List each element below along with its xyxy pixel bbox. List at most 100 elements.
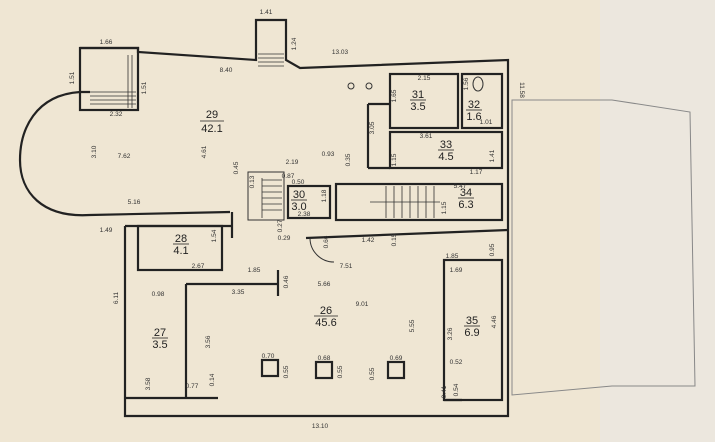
dim-label: 13.10 [312, 423, 329, 430]
room-34-number: 34 [460, 187, 472, 199]
dim-label: 0.68 [318, 355, 331, 362]
room-30-area: 3.0 [291, 201, 306, 213]
dim-label: 2.67 [192, 263, 205, 270]
dim-label: 3.61 [420, 133, 433, 140]
dim-label: 3.56 [205, 335, 212, 348]
dim-label: 5.66 [318, 281, 331, 288]
dim-label: 0.98 [152, 291, 165, 298]
dim-label: 0.45 [233, 161, 240, 174]
room-31-number: 31 [412, 89, 424, 101]
dim-label: 1.24 [291, 37, 298, 50]
stair-34-steps [370, 186, 440, 218]
room-29-area: 42.1 [201, 123, 222, 135]
dim-label: 0.13 [249, 175, 256, 188]
dim-label: 1.65 [391, 89, 398, 102]
room-35-walls [442, 258, 504, 402]
room-30-number: 30 [293, 189, 305, 201]
dim-label: 0.29 [278, 235, 291, 242]
room-28-number: 28 [175, 233, 187, 245]
dim-label: 1.66 [100, 39, 113, 46]
room-26-area: 45.6 [315, 317, 336, 329]
dim-label: 0.46 [283, 275, 290, 288]
toilet-icon [472, 76, 484, 92]
outer-wall-lower [123, 226, 510, 418]
dim-label: 2.15 [418, 75, 431, 82]
dim-label: 2.38 [298, 211, 311, 218]
room-28-walls [136, 224, 224, 272]
stair-34-walls [334, 182, 504, 222]
outer-wall-left-curve [18, 90, 231, 217]
dim-label: 5.47 [454, 183, 467, 190]
dim-label: 0.54 [453, 383, 460, 396]
room-32-walls [460, 72, 504, 130]
dim-label: 7.51 [340, 263, 353, 270]
dim-label: 1.15 [441, 201, 448, 214]
door-swing [309, 237, 335, 263]
dim-label: 1.01 [480, 119, 493, 126]
room-28-area: 4.1 [173, 245, 188, 257]
dim-label: 1.49 [100, 227, 113, 234]
dim-label: 1.41 [489, 149, 496, 162]
room-27-area: 3.5 [152, 339, 167, 351]
room-35-area: 6.9 [464, 327, 479, 339]
dim-label: 3.35 [232, 289, 245, 296]
top-steps [258, 53, 284, 67]
room-31-walls [388, 72, 460, 130]
sink-icon [347, 82, 355, 90]
room-26-number: 26 [320, 305, 332, 317]
room-27-number: 27 [154, 327, 166, 339]
dim-label: 0.15 [391, 233, 398, 246]
room-34-area: 6.3 [458, 199, 473, 211]
dim-label: 1.56 [463, 77, 470, 90]
room-29-number: 29 [206, 109, 218, 121]
dim-label: 0.77 [186, 383, 199, 390]
dim-label: 0.27 [277, 219, 284, 232]
dim-label: 0.41 [441, 385, 448, 398]
dim-label: 0.66 [323, 235, 330, 248]
dim-label: 0.14 [209, 373, 216, 386]
dim-label: 1.85 [248, 267, 261, 274]
dim-label: 1.18 [321, 189, 328, 202]
room-33-walls [388, 130, 504, 170]
dim-label: 3.05 [369, 121, 376, 134]
column [260, 358, 280, 378]
dim-label: 2.19 [286, 159, 299, 166]
room-33-area: 4.5 [438, 151, 453, 163]
stair-30-steps [261, 178, 282, 218]
dim-label: 3.10 [91, 145, 98, 158]
room-31-area: 3.5 [410, 101, 425, 113]
dim-label: 1.41 [260, 9, 273, 16]
room-33-number: 33 [440, 139, 452, 151]
dim-label: 4.61 [201, 145, 208, 158]
dim-label: 0.55 [337, 365, 344, 378]
dim-label: 2.32 [110, 111, 123, 118]
dim-label: 0.87 [282, 173, 295, 180]
dim-label: 1.42 [362, 237, 375, 244]
dim-label: 0.95 [489, 243, 496, 256]
dim-label: 0.93 [322, 151, 335, 158]
sink-icon [365, 82, 373, 90]
paper-edge [600, 0, 715, 442]
porch [78, 46, 140, 112]
dim-label: 0.55 [369, 367, 376, 380]
dim-label: 6.11 [113, 292, 120, 305]
dim-label: 9.01 [356, 301, 369, 308]
dim-label: 0.69 [390, 355, 403, 362]
dim-label: 1.51 [69, 71, 76, 84]
annex-outline [511, 99, 696, 396]
dim-label: 0.35 [345, 153, 352, 166]
dim-label: 5.16 [128, 199, 141, 206]
dimension-labels: 1.41 1.24 13.03 1.66 8.40 1.51 1.51 2.32… [69, 9, 525, 430]
column [314, 360, 334, 380]
dim-label: 0.55 [283, 365, 290, 378]
dim-label: 1.15 [391, 153, 398, 166]
dim-label: 7.62 [118, 153, 131, 160]
dim-label: 0.70 [262, 353, 275, 360]
dim-label: 1.85 [446, 253, 459, 260]
room-30-walls [286, 184, 332, 220]
dim-label: 1.17 [470, 169, 483, 176]
dim-label: 11.58 [518, 82, 525, 98]
porch-steps [90, 55, 136, 108]
dim-label: 13.03 [332, 49, 349, 56]
stair-30-box [247, 171, 285, 221]
